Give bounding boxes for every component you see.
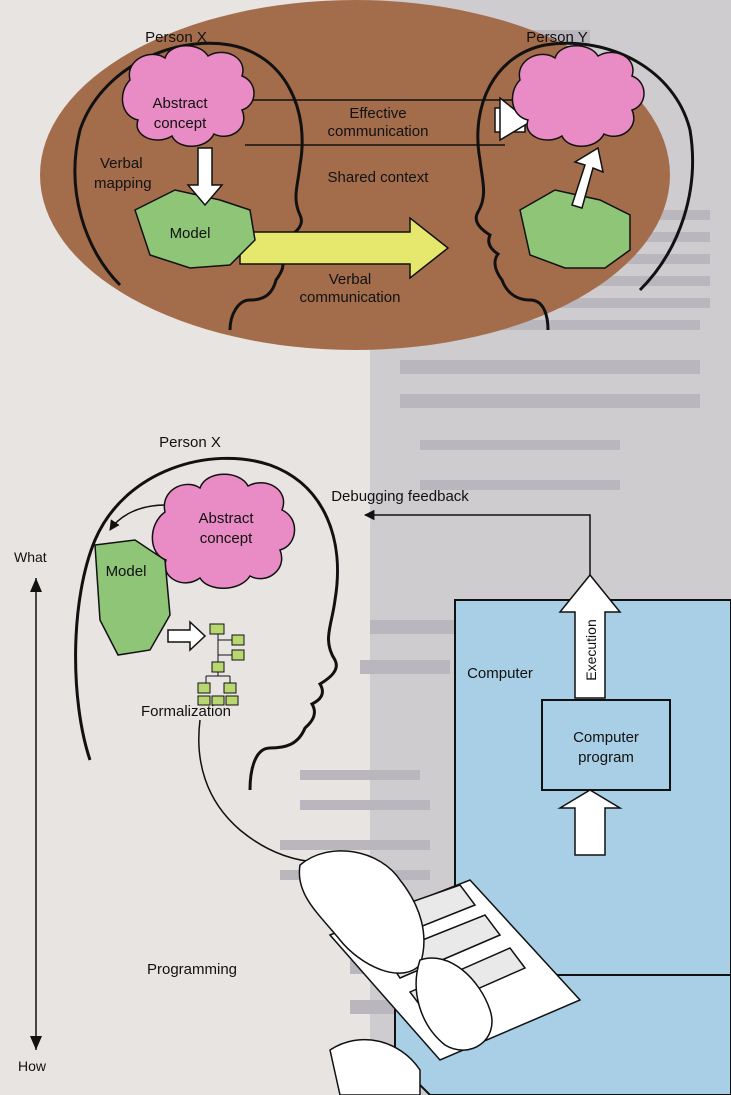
- effective-communication-label-2: communication: [328, 123, 429, 140]
- programming-label: Programming: [147, 961, 237, 978]
- abstract-concept-label-bottom-1: Abstract: [198, 510, 254, 527]
- shared-context-label: Shared context: [328, 169, 430, 186]
- abstract-concept-label-bottom-2: concept: [200, 530, 253, 547]
- abstract-concept-label-top-2: concept: [154, 115, 207, 132]
- person-y-label: Person Y: [526, 29, 587, 46]
- abstract-concept-label-top-1: Abstract: [152, 95, 208, 112]
- effective-communication-label-1: Effective: [349, 105, 406, 122]
- debugging-feedback-label: Debugging feedback: [331, 488, 469, 505]
- person-x-label-bottom: Person X: [159, 434, 221, 451]
- verbal-communication-label-1: Verbal: [329, 271, 372, 288]
- how-label: How: [18, 1058, 47, 1074]
- verbal-mapping-label-2: mapping: [94, 175, 152, 192]
- formalization-label: Formalization: [141, 703, 231, 720]
- verbal-mapping-label-1: Verbal: [100, 155, 143, 172]
- computer-program-label-1: Computer: [573, 729, 639, 746]
- execution-label: Execution: [583, 619, 599, 680]
- model-label-bottom: Model: [106, 563, 147, 580]
- verbal-communication-label-2: communication: [300, 289, 401, 306]
- computer-label: Computer: [467, 665, 533, 682]
- what-label: What: [14, 549, 47, 565]
- model-label-top: Model: [170, 225, 211, 242]
- person-x-label-top: Person X: [145, 29, 207, 46]
- computer-program-label-2: program: [578, 749, 634, 766]
- cloud-icon: [512, 46, 644, 147]
